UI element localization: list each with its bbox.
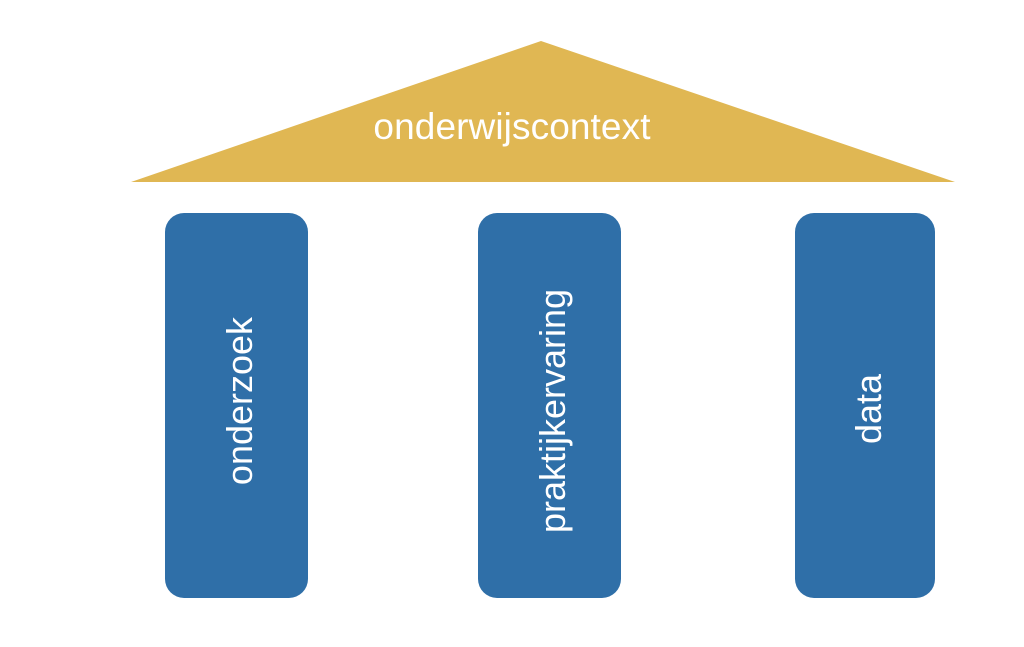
pillar-praktijkervaring[interactable]: praktijkervaring (478, 213, 621, 598)
pillar-onderzoek[interactable]: onderzoek (165, 213, 308, 598)
pillar-data[interactable]: data (795, 213, 935, 598)
pillar-label-onderzoek: onderzoek (219, 316, 261, 485)
pillar-label-praktijkervaring: praktijkervaring (532, 288, 574, 533)
roof-triangle[interactable] (131, 41, 955, 182)
pillar-label-data: data (847, 373, 889, 444)
